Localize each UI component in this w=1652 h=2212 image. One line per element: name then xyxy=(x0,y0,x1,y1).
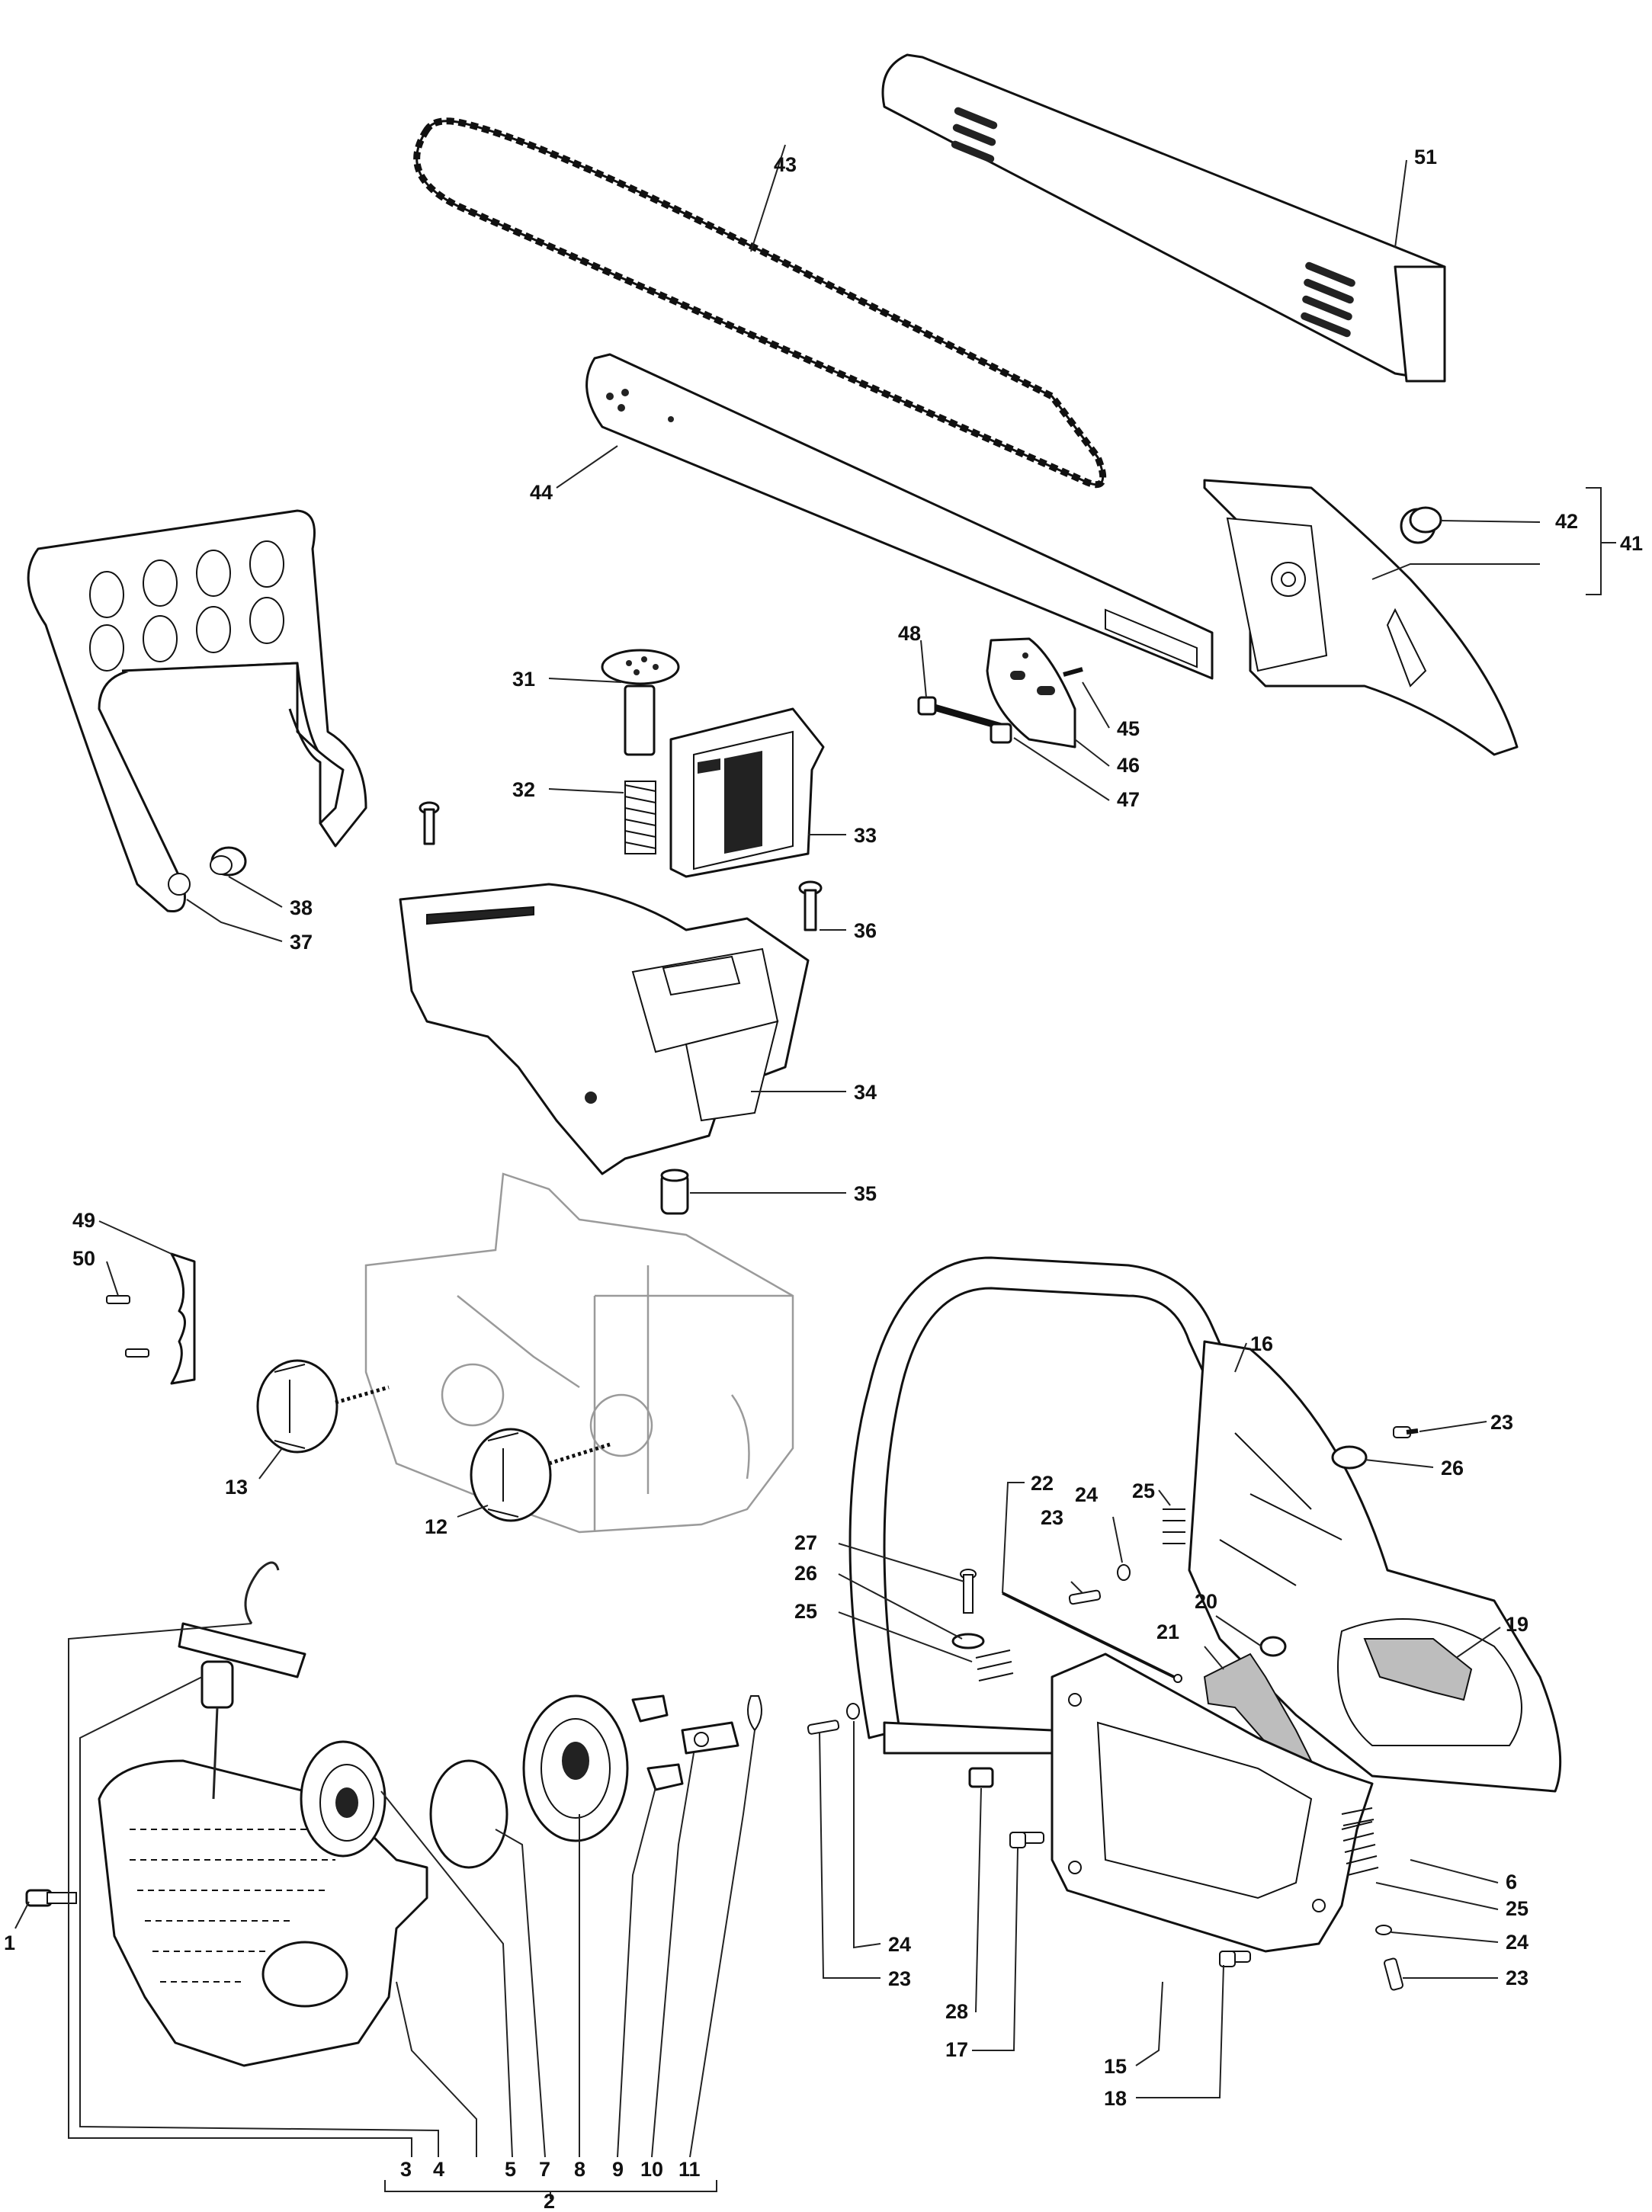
callout-46: 46 xyxy=(1117,754,1140,777)
callout-38: 38 xyxy=(290,896,313,919)
callout-7: 7 xyxy=(539,2158,550,2181)
part-20-spring xyxy=(1259,1636,1287,1657)
part-45-screw xyxy=(1063,667,1083,677)
callout-34: 34 xyxy=(854,1081,877,1104)
callout-43: 43 xyxy=(774,153,797,176)
callout-41: 41 xyxy=(1620,532,1643,555)
part-38-bushing xyxy=(210,846,247,877)
callout-33: 33 xyxy=(854,824,877,847)
part-6-av-spring xyxy=(1341,1821,1379,1876)
part-47-tensioner-nut xyxy=(990,723,1012,744)
callout-10: 10 xyxy=(640,2158,663,2181)
part-28-nut xyxy=(968,1767,994,1788)
callout-24b: 24 xyxy=(888,1933,911,1956)
callout-19: 19 xyxy=(1506,1613,1529,1636)
callout-20: 20 xyxy=(1195,1590,1217,1613)
callout-15: 15 xyxy=(1104,2055,1127,2078)
part-36-screw xyxy=(798,880,823,931)
callout-25b: 25 xyxy=(794,1600,817,1623)
callout-23b: 23 xyxy=(1041,1506,1063,1529)
callout-37: 37 xyxy=(290,931,313,954)
part-43-saw-chain xyxy=(413,117,1107,489)
callout-8: 8 xyxy=(574,2158,585,2181)
callout-18: 18 xyxy=(1104,2087,1127,2110)
part-4-starter-handle-rope xyxy=(178,1561,306,1800)
callout-35: 35 xyxy=(854,1182,877,1205)
callout-45: 45 xyxy=(1117,717,1140,740)
callout-36: 36 xyxy=(854,919,877,942)
part-50-screws xyxy=(106,1295,149,1358)
callout-17: 17 xyxy=(945,2038,968,2061)
part-11-clip xyxy=(747,1695,762,1732)
part-17-screw xyxy=(1009,1832,1026,1848)
part-27-screw xyxy=(960,1569,977,1614)
part-49-chain-catcher xyxy=(170,1252,196,1385)
part-46-side-plate xyxy=(986,637,1076,749)
callout-25a: 25 xyxy=(1132,1479,1155,1502)
callout-24c: 24 xyxy=(1506,1931,1529,1954)
callout-44: 44 xyxy=(530,481,553,504)
part-22-throttle-rod xyxy=(1002,1592,1182,1683)
callout-labels: 43 51 44 42 41 48 45 46 47 31 32 33 36 3… xyxy=(4,146,1643,2212)
part-9-pawl xyxy=(631,1694,684,1791)
callout-42: 42 xyxy=(1555,510,1578,533)
part-18-screw xyxy=(1219,1951,1236,1967)
callout-23a: 23 xyxy=(1490,1411,1513,1434)
callout-32: 32 xyxy=(512,778,535,801)
callout-23d: 23 xyxy=(1506,1967,1529,1989)
part-34-top-cover xyxy=(399,883,810,1175)
callout-27: 27 xyxy=(794,1531,817,1554)
part-44-guide-bar xyxy=(585,353,1214,680)
callout-50: 50 xyxy=(72,1247,95,1270)
part-51-bar-scabbard xyxy=(881,53,1446,383)
callout-26a: 26 xyxy=(1441,1457,1464,1479)
callout-49: 49 xyxy=(72,1209,95,1232)
part-screw-top xyxy=(419,801,440,845)
callout-9: 9 xyxy=(612,2158,624,2181)
part-15-handle-side-cover xyxy=(1051,1653,1374,1953)
callout-13: 13 xyxy=(225,1476,248,1499)
part-42-cover-nut xyxy=(1400,506,1442,544)
part-37-chain-brake-guard xyxy=(27,509,367,913)
callout-5: 5 xyxy=(505,2158,516,2181)
callout-11: 11 xyxy=(678,2158,701,2181)
callout-23c: 23 xyxy=(888,1967,911,1990)
callout-28: 28 xyxy=(945,2000,968,2023)
callout-24a: 24 xyxy=(1075,1483,1098,1506)
crankcase-housing xyxy=(364,1172,794,1534)
callout-2: 2 xyxy=(544,2190,555,2212)
callout-4: 4 xyxy=(433,2158,444,2181)
part-25-springs xyxy=(975,1508,1375,1826)
callout-25c: 25 xyxy=(1506,1897,1529,1920)
callout-16: 16 xyxy=(1250,1332,1273,1355)
callout-26b: 26 xyxy=(794,1562,817,1585)
callout-1: 1 xyxy=(4,1931,15,1954)
part-10-pawl-carrier xyxy=(681,1721,739,1755)
part-32-spring xyxy=(624,781,656,854)
callout-47: 47 xyxy=(1117,788,1140,811)
leader-lines xyxy=(14,144,1616,2199)
callout-6: 6 xyxy=(1506,1871,1517,1893)
part-24-washers xyxy=(846,1564,1392,1935)
part-41-sprocket-cover xyxy=(1203,479,1519,756)
callout-12: 12 xyxy=(425,1515,447,1538)
callout-3: 3 xyxy=(400,2158,412,2181)
part-13-av-buffer xyxy=(256,1359,390,1454)
part-5-rewind-spring xyxy=(300,1740,387,1858)
callout-31: 31 xyxy=(512,668,535,691)
part-19-throttle-lockout xyxy=(1363,1638,1473,1701)
part-33-air-filter xyxy=(669,707,825,878)
callout-22: 22 xyxy=(1031,1472,1054,1495)
callout-48: 48 xyxy=(898,622,921,645)
part-8-pulley xyxy=(522,1694,629,1842)
part-7-washer xyxy=(429,1759,508,1869)
callout-51: 51 xyxy=(1414,146,1437,168)
part-12-av-buffer xyxy=(470,1428,611,1522)
main-handle-housing xyxy=(1188,1340,1562,1793)
callout-21: 21 xyxy=(1156,1621,1179,1643)
part-35-sleeve xyxy=(660,1169,689,1215)
part-31-cover-knob xyxy=(601,649,680,756)
